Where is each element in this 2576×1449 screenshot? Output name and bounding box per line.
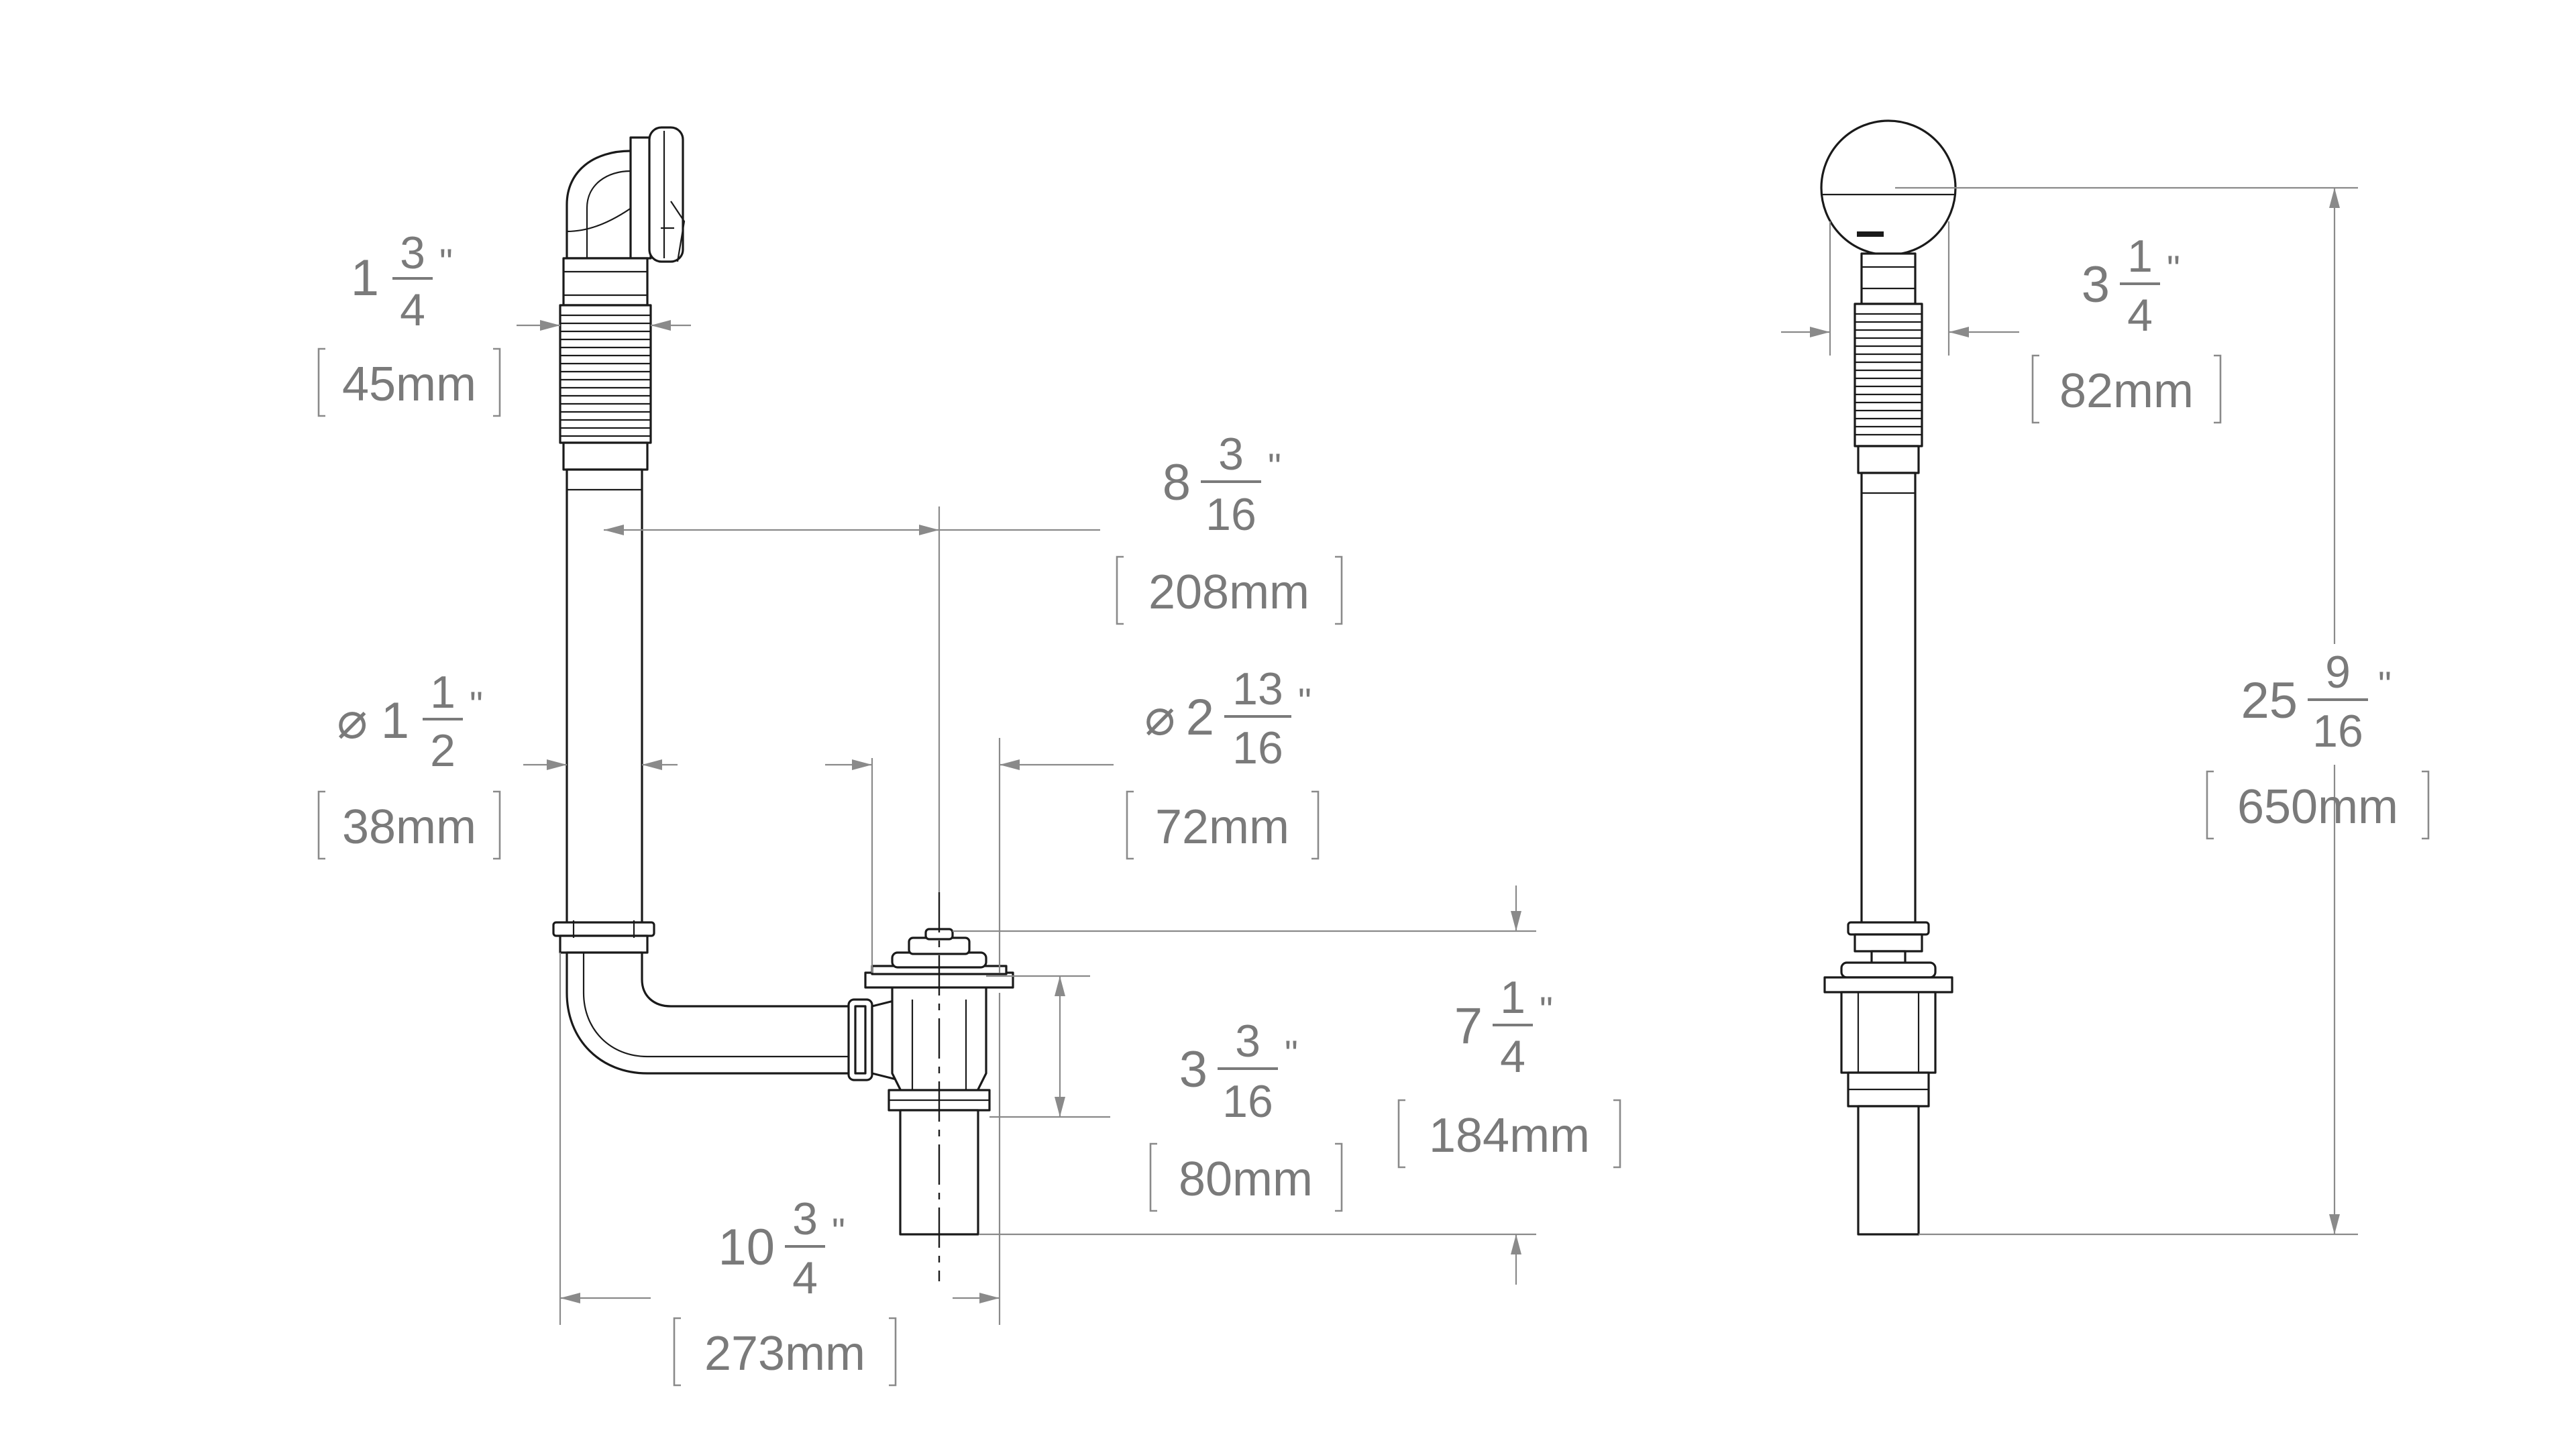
dim-tailpiece-height: 7 1 4 " 184mm <box>1397 972 1621 1169</box>
dim-inch-mark: " <box>1298 680 1311 722</box>
dim-whole: 25 <box>2241 672 2298 729</box>
diameter-symbol: ⌀ <box>337 692 368 749</box>
dim-whole: 7 <box>1454 998 1483 1055</box>
dim-whole: 10 <box>718 1219 775 1276</box>
dim-drain-flange-diameter: ⌀ 2 13 16 " 72mm <box>1126 663 1320 860</box>
dimension-labels: 1 3 4 " 45mm 8 3 16 " 208mm ⌀ 1 1 2 " <box>317 227 2430 1387</box>
dim-metric: 82mm <box>2059 364 2194 418</box>
dim-whole: 2 <box>1186 689 1214 746</box>
dim-numerator: 3 <box>1218 429 1244 480</box>
dim-denominator: 4 <box>1500 1031 1525 1082</box>
dim-inch-mark: " <box>2167 248 2180 290</box>
dim-horizontal-offset: 8 3 16 " 208mm <box>1116 429 1343 625</box>
dim-denominator: 4 <box>400 284 425 335</box>
dim-inch-mark: " <box>1285 1032 1298 1075</box>
dim-numerator: 3 <box>400 227 425 278</box>
tailpiece-front <box>1857 1105 1920 1236</box>
dim-faceplate-diameter: 3 1 4 " 82mm <box>2031 231 2222 424</box>
dim-whole: 3 <box>2082 256 2110 313</box>
dim-inch-mark: " <box>2378 663 2392 706</box>
dim-overall-height: 25 9 16 " 650mm <box>2206 647 2430 840</box>
dim-metric: 45mm <box>342 358 476 411</box>
dim-inch-mark: " <box>1268 445 1281 488</box>
dim-numerator: 1 <box>1500 972 1525 1023</box>
diameter-symbol: ⌀ <box>1144 689 1175 746</box>
dim-numerator: 1 <box>2127 231 2153 282</box>
corrugated-hose <box>559 304 652 444</box>
dim-inch-mark: " <box>832 1210 845 1252</box>
dim-inch-mark: " <box>1540 989 1553 1031</box>
overflow-flange <box>629 136 652 260</box>
dim-numerator: 1 <box>430 667 455 718</box>
dim-overflow-diameter: 1 3 4 " 45mm <box>317 227 501 417</box>
dim-metric: 273mm <box>704 1327 865 1381</box>
dim-whole: 3 <box>1179 1041 1208 1098</box>
front-view <box>1820 119 1957 1236</box>
dim-denominator: 2 <box>430 725 455 776</box>
dim-inch-mark: " <box>470 684 483 726</box>
dim-denominator: 4 <box>792 1252 818 1303</box>
tube-coupling-nut <box>552 921 655 937</box>
dim-metric: 80mm <box>1179 1152 1313 1206</box>
dim-whole: 1 <box>351 250 379 307</box>
dim-numerator: 3 <box>1235 1016 1260 1067</box>
dim-inch-mark: " <box>439 241 453 283</box>
corrugated-hose-front <box>1854 303 1923 447</box>
overflow-tube <box>566 468 643 927</box>
dim-whole: 8 <box>1163 454 1191 511</box>
dim-denominator: 16 <box>1222 1076 1273 1127</box>
waste-elbow <box>566 951 853 1075</box>
dim-whole: 1 <box>381 692 409 749</box>
dim-denominator: 16 <box>1232 722 1283 773</box>
overflow-tube-front <box>1860 472 1917 927</box>
overflow-collar <box>562 257 649 307</box>
dim-metric: 650mm <box>2237 780 2398 834</box>
dim-numerator: 13 <box>1232 663 1283 714</box>
drain-flange-front <box>1823 976 1953 994</box>
dim-metric: 208mm <box>1148 566 1309 619</box>
dim-numerator: 9 <box>2325 647 2351 698</box>
dim-denominator: 4 <box>2127 290 2153 341</box>
dim-overall-width: 10 3 4 " 273mm <box>673 1193 897 1387</box>
overflow-faceplate <box>648 126 684 263</box>
dim-shoe-height: 3 3 16 " 80mm <box>1149 1016 1343 1212</box>
dim-denominator: 16 <box>2312 706 2363 757</box>
dim-denominator: 16 <box>1205 489 1256 540</box>
dim-metric: 38mm <box>342 800 476 854</box>
dimension-lines <box>517 186 2358 1325</box>
dim-metric: 184mm <box>1429 1109 1590 1163</box>
dim-metric: 72mm <box>1155 800 1289 854</box>
dim-numerator: 3 <box>792 1193 818 1244</box>
side-view <box>552 126 1014 1281</box>
dim-overflow-tube-diameter: ⌀ 1 1 2 " 38mm <box>317 667 501 860</box>
